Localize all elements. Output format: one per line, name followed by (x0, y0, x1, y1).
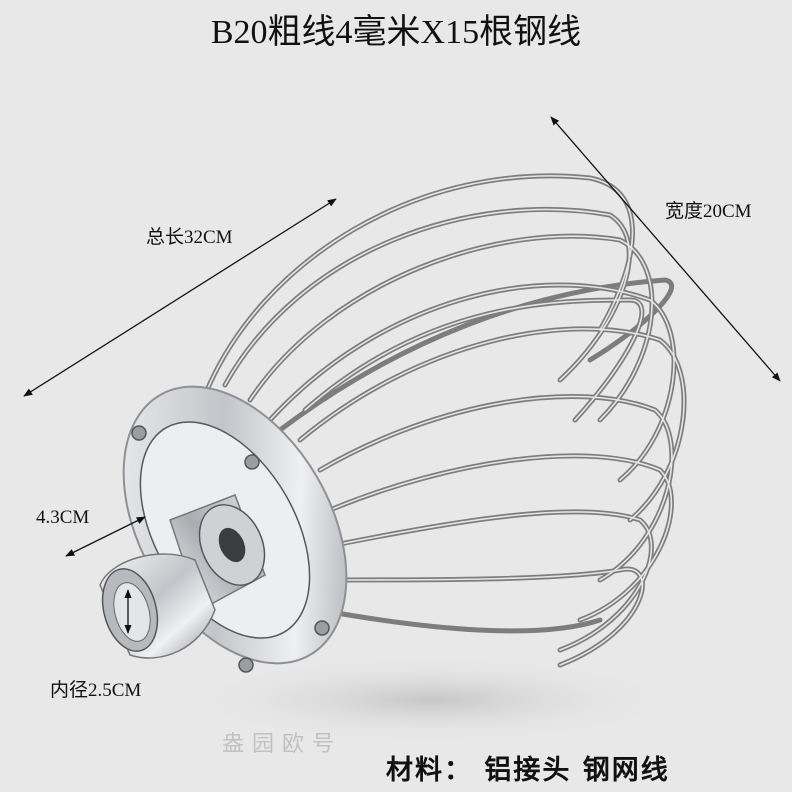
screw (244, 454, 260, 470)
watermark: 盎园欧号 (222, 732, 343, 757)
material-label: 材料： 铝接头 钢网线 (386, 755, 670, 786)
hub-arrow (65, 516, 146, 557)
length-arrow (23, 198, 337, 397)
screw (238, 657, 254, 673)
hub-height-label: 4.3CM (36, 507, 90, 528)
screw (314, 620, 330, 636)
inner-diameter-label: 内径2.5CM (50, 680, 142, 701)
width-label: 宽度20CM (665, 201, 752, 222)
floor-shadow (170, 655, 690, 745)
aluminum-connector (99, 494, 266, 659)
page-title: B20粗线4毫米X15根钢线 (210, 14, 582, 51)
screw (131, 425, 147, 441)
dimension-lines (23, 116, 781, 634)
total-length-label: 总长32CM (146, 227, 233, 248)
width-arrow (550, 116, 781, 382)
